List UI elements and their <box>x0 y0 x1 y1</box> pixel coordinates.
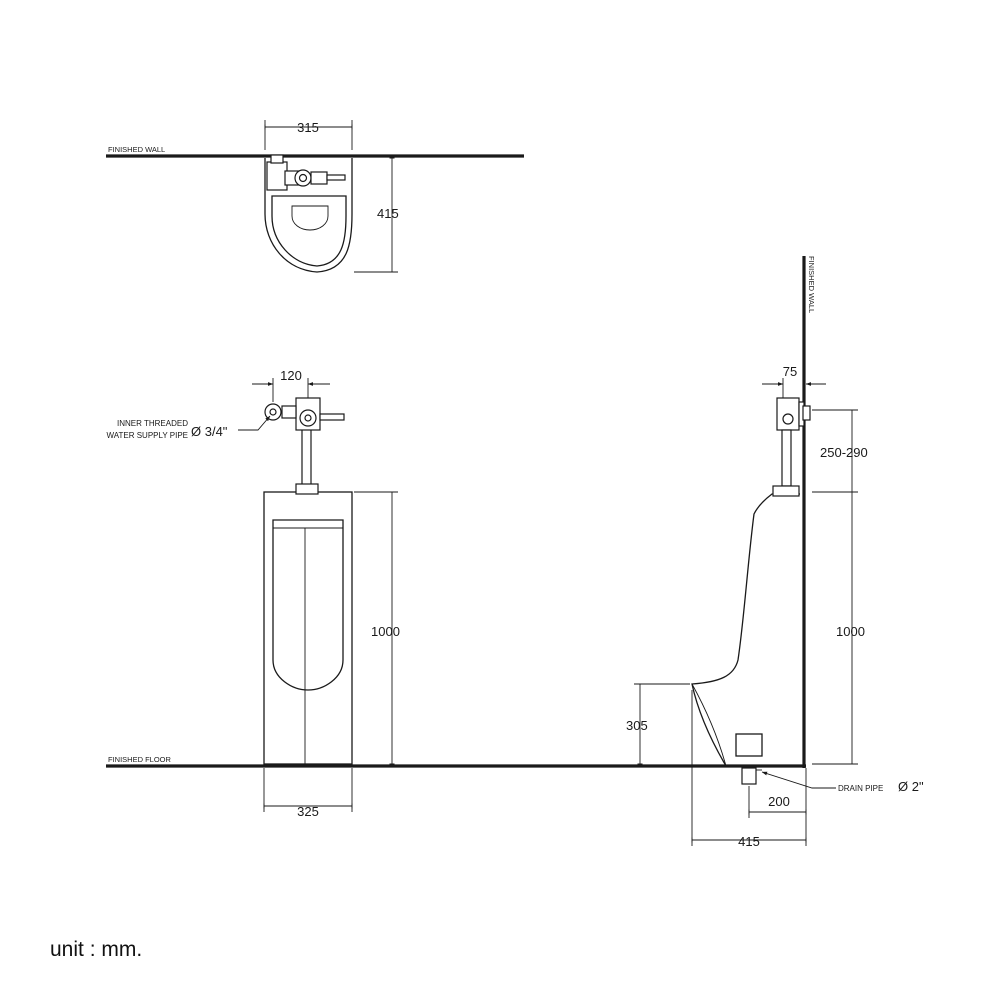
dim-wall-offset: 75 <box>783 364 797 379</box>
front-urinal-body <box>263 491 353 765</box>
side-view: FINISHED WALL 75 250-290 1000 <box>626 256 924 849</box>
plan-flush-valve-icon <box>266 154 346 191</box>
front-urinal-bowl <box>272 519 344 691</box>
finished-wall-label-top: FINISHED WALL <box>108 145 165 154</box>
dim-front-width: 325 <box>297 804 319 819</box>
dim-lip-height: 305 <box>626 718 648 733</box>
plan-drain-recess <box>291 205 329 231</box>
plan-view: FINISHED WALL 315 415 <box>106 120 524 273</box>
dim-front-height: 1000 <box>371 624 400 639</box>
dim-side-height: 1000 <box>836 624 865 639</box>
drain-size: Ø 2" <box>898 779 924 794</box>
dim-supply-offset: 120 <box>280 368 302 383</box>
dim-top-width: 315 <box>297 120 319 135</box>
finished-wall-label-side: FINISHED WALL <box>807 256 816 313</box>
dim-side-depth: 415 <box>738 834 760 849</box>
side-supply-pipe <box>781 429 792 487</box>
plan-bowl-outline <box>264 158 353 273</box>
plan-bowl-inner <box>271 195 347 267</box>
front-supply-pipe <box>301 427 312 487</box>
side-drain-box <box>735 733 763 757</box>
front-view: 120 INNER THREADED WATER SUPPLY PIPE Ø 3… <box>106 368 399 819</box>
supply-size: Ø 3/4" <box>191 424 228 439</box>
supply-label-line2: WATER SUPPLY PIPE <box>106 431 188 440</box>
side-urinal-profile <box>691 493 800 767</box>
side-drain-pipe <box>741 767 757 785</box>
supply-label-line1: INNER THREADED <box>117 419 188 428</box>
dim-supply-height: 250-290 <box>820 445 868 460</box>
front-flush-valve-icon <box>264 397 345 431</box>
dim-drain-offset: 200 <box>768 794 790 809</box>
finished-floor-label: FINISHED FLOOR <box>108 755 172 764</box>
drain-label: DRAIN PIPE <box>838 784 883 793</box>
dim-top-depth: 415 <box>377 206 399 221</box>
unit-note: unit : mm. <box>50 938 142 961</box>
